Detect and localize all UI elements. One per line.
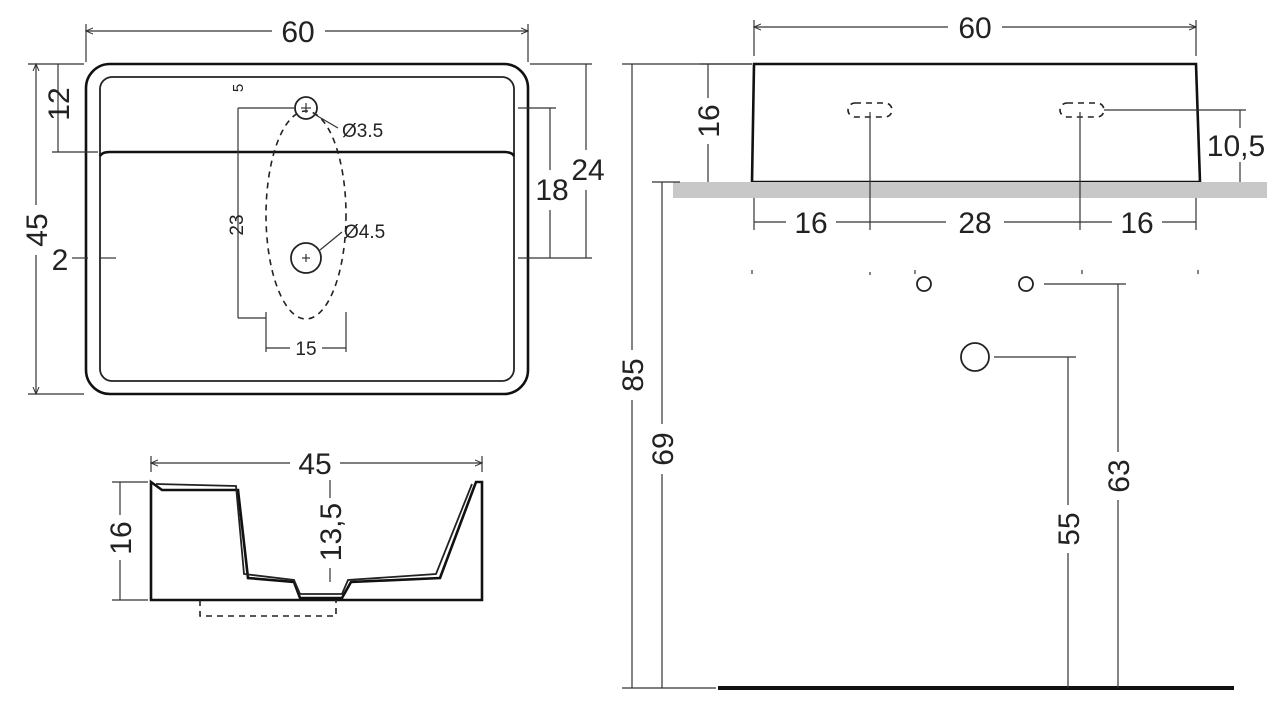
- right-gap-label: 16: [1120, 207, 1153, 240]
- drain-oval: [265, 110, 347, 320]
- front-height-label: 16: [693, 104, 726, 137]
- bowl-depth-label: 13,5: [315, 503, 348, 561]
- top-view: 60 45 12 2 5 23 15: [21, 16, 605, 396]
- basin-outline: [84, 62, 530, 396]
- tap-edge-label: 5: [230, 84, 247, 92]
- section-inner-line: [155, 483, 473, 595]
- left-gap-label: 16: [794, 207, 827, 240]
- total-height-label: 85: [617, 358, 650, 391]
- front-width-label: 60: [958, 12, 991, 45]
- countertop: [673, 182, 1267, 198]
- top-depth-label: 45: [21, 213, 54, 246]
- section-view: 45 16 13,5: [105, 448, 484, 617]
- section-height-label: 16: [105, 521, 138, 554]
- section-outline: [149, 479, 484, 602]
- drain-height-label: 55: [1053, 512, 1086, 545]
- bowl-inner-label: 18: [535, 174, 568, 207]
- drain-box: [199, 600, 337, 617]
- drain-hole: [960, 342, 990, 372]
- supply-hole-left: [916, 276, 932, 292]
- hole-spacing-label: 23: [227, 214, 248, 235]
- ledge-line: [98, 150, 516, 157]
- small-hole-label: Ø3.5: [342, 121, 383, 142]
- oval-width-label: 15: [295, 339, 316, 360]
- top-width-label: 60: [281, 16, 314, 49]
- section-width-label: 45: [298, 448, 331, 481]
- overflow-slot-right: [1059, 102, 1105, 118]
- overflow-height-label: 10,5: [1207, 130, 1265, 163]
- center-gap-label: 28: [958, 207, 991, 240]
- large-hole-label: Ø4.5: [344, 222, 385, 243]
- basin-inner-outline: [99, 76, 515, 382]
- overall-side-label: 24: [571, 154, 604, 187]
- side-offset-label: 2: [52, 244, 69, 277]
- front-view: 60 16 10,5 16 28 16: [617, 12, 1267, 690]
- supply-hole-right: [1018, 276, 1034, 292]
- tap-hole-large: [290, 242, 322, 274]
- front-basin-outline: [750, 62, 1202, 184]
- counter-height-label: 69: [647, 432, 680, 465]
- back-ledge-label: 12: [43, 87, 76, 120]
- tap-hole-small: [294, 96, 318, 120]
- supply-height-label: 63: [1103, 459, 1136, 492]
